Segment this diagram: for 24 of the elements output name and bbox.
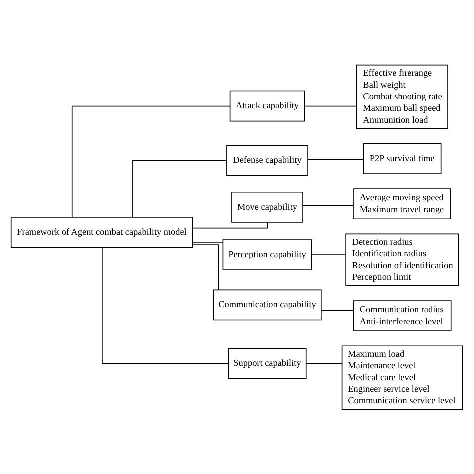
- node-box: Defense capability: [226, 144, 308, 176]
- connector: [321, 310, 354, 311]
- connector: [72, 105, 231, 218]
- node-box: Attack capability: [230, 90, 306, 122]
- connector: [302, 204, 354, 206]
- node-box: Effective firerange Ball weight Combat shooting rate Maximum ball speed Ammunition load: [356, 64, 448, 129]
- node-box: Detection radius Identification radius Resolution of identification Perception limit: [346, 233, 460, 286]
- connector: [304, 105, 358, 106]
- connector: [306, 362, 343, 364]
- node-box: Communication capability: [213, 289, 322, 320]
- connector: [308, 158, 364, 160]
- connector: [132, 160, 228, 218]
- node-box: Communication radius Anti-interference level: [353, 300, 452, 332]
- connector: [192, 222, 268, 228]
- node-box: Support capability: [228, 348, 307, 379]
- node-box: Move capability: [232, 191, 304, 222]
- node-box: Average moving speed Maximum travel range: [354, 188, 452, 220]
- node-box: Framework of Agent combat capability model: [10, 216, 194, 248]
- node-box: Maximum load Maintenance level Medical care level Engineer service level Communication service level: [342, 345, 464, 410]
- connector: [102, 246, 229, 364]
- connector: [312, 254, 346, 255]
- connector: [192, 244, 220, 290]
- node-box: P2P survival time: [363, 142, 442, 174]
- node-box: Perception capability: [222, 239, 312, 270]
